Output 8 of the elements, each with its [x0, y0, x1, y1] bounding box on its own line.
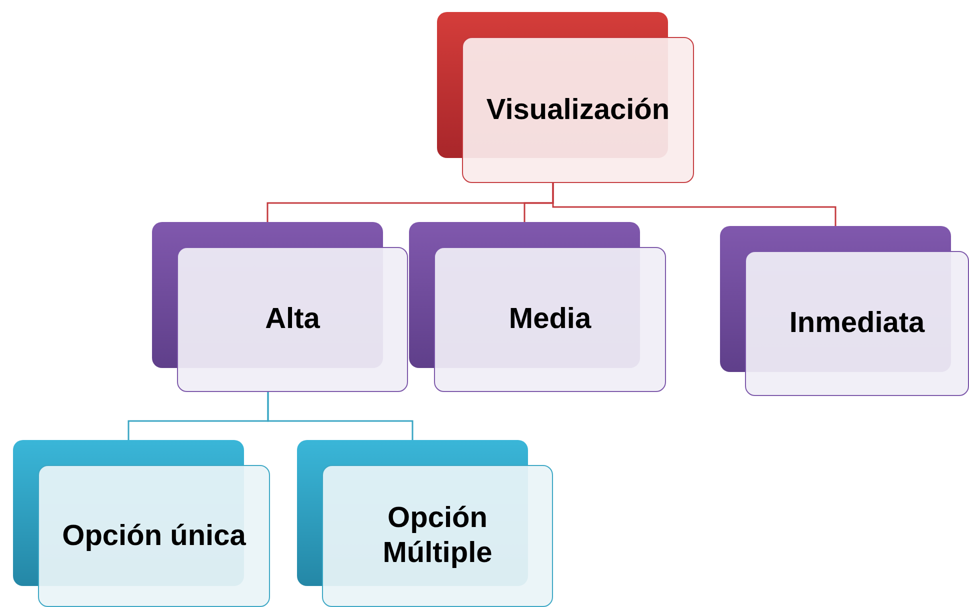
node-label: Opción única — [62, 518, 246, 554]
node-label: Alta — [265, 302, 320, 337]
node-label: Inmediata — [789, 306, 925, 341]
node-label: Media — [508, 302, 592, 337]
connector-line — [267, 392, 414, 440]
connector-line — [552, 183, 836, 226]
node-label: Visualización — [486, 92, 670, 128]
node-label: Opción Múltiple — [382, 501, 494, 571]
